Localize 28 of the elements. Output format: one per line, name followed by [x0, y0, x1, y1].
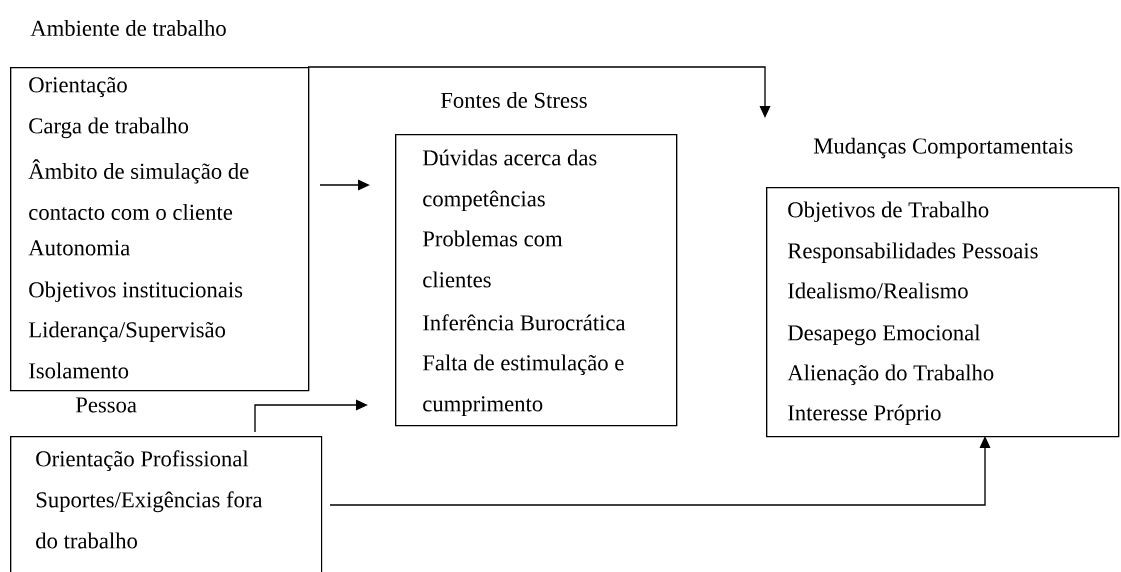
heading: Fontes de Stress [440, 92, 587, 108]
text-box: Objetivos de Trabalho Responsabilidades Pessoais Idealismo/Realismo Desapego Emocional Alienação do Trabalho Interesse Próprio [766, 187, 1120, 438]
node-label: Idealismo/Realismo [788, 282, 968, 299]
node-label: Autonomia [28, 240, 130, 256]
node-label: Isolamento [29, 362, 129, 379]
node-label: Interesse Próprio [788, 404, 941, 426]
node-label: Problemas com clientes [422, 230, 563, 288]
text-box: Dúvidas acerca das competências Problemas com clientes Inferência Burocrática Falta de estimulação e cumprimento [395, 134, 678, 427]
node-label: Âmbito de simulação de contacto com o cliente [28, 159, 249, 220]
node-label: Objetivos de Trabalho [788, 201, 989, 223]
node-label: Inferência Burocrática [423, 314, 626, 331]
arrow [307, 66, 771, 118]
heading: Pessoa [75, 397, 137, 413]
node-label: Liderança/Supervisão [28, 321, 226, 343]
node-label: Responsabilidades Pessoais [787, 242, 1038, 264]
heading: Ambiente de trabalho [30, 20, 226, 36]
arrow [254, 399, 368, 433]
arrow [319, 179, 370, 191]
text-box: Orientação Profissional Suportes/Exigências fora do trabalho [10, 436, 323, 572]
node-label: Orientação [29, 77, 127, 98]
node-label: Falta de estimulação e cumprimento [422, 354, 624, 417]
heading: Mudanças Comportamentais [813, 137, 1073, 159]
node-label: Alienação do Trabalho [787, 364, 994, 386]
text-box: Orientação Carga de trabalho Âmbito de simulação de contacto com o cliente Autonomia Objetivos institucionais Liderança/Supervisão Isolamento [10, 67, 310, 392]
node-label: Dúvidas acerca das competências [422, 149, 597, 212]
node-label: Desapego Emocional [787, 324, 981, 346]
node-label: Objetivos institucionais [29, 281, 243, 303]
node-label: Carga de trabalho [29, 117, 189, 139]
